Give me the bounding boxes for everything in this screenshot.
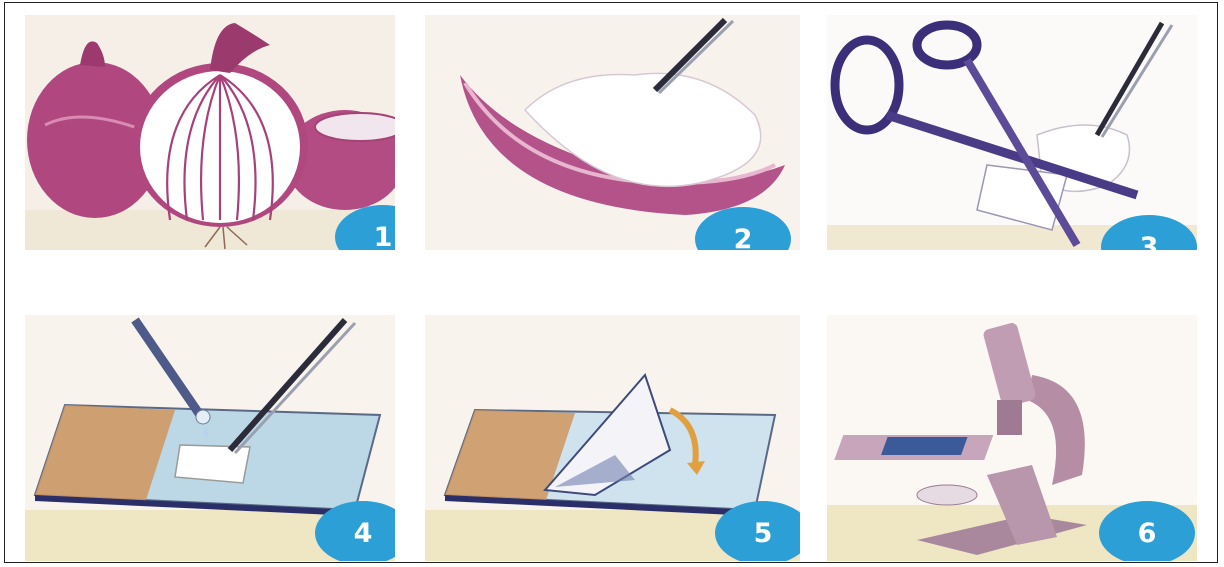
step-3-panel: 3 xyxy=(827,15,1197,250)
onion-illustration xyxy=(25,15,395,250)
step-6-panel: 6 xyxy=(827,315,1197,561)
step-6-number-badge: 6 xyxy=(1099,501,1195,561)
step-5-number-badge: 5 xyxy=(715,501,800,561)
step-4-panel: 4 xyxy=(25,315,395,561)
step-1-panel: 1 xyxy=(25,15,395,250)
diagram-frame: 1 2 xyxy=(4,2,1218,563)
step-2-panel: 2 xyxy=(425,15,800,250)
step-5-panel: 5 xyxy=(425,315,800,561)
